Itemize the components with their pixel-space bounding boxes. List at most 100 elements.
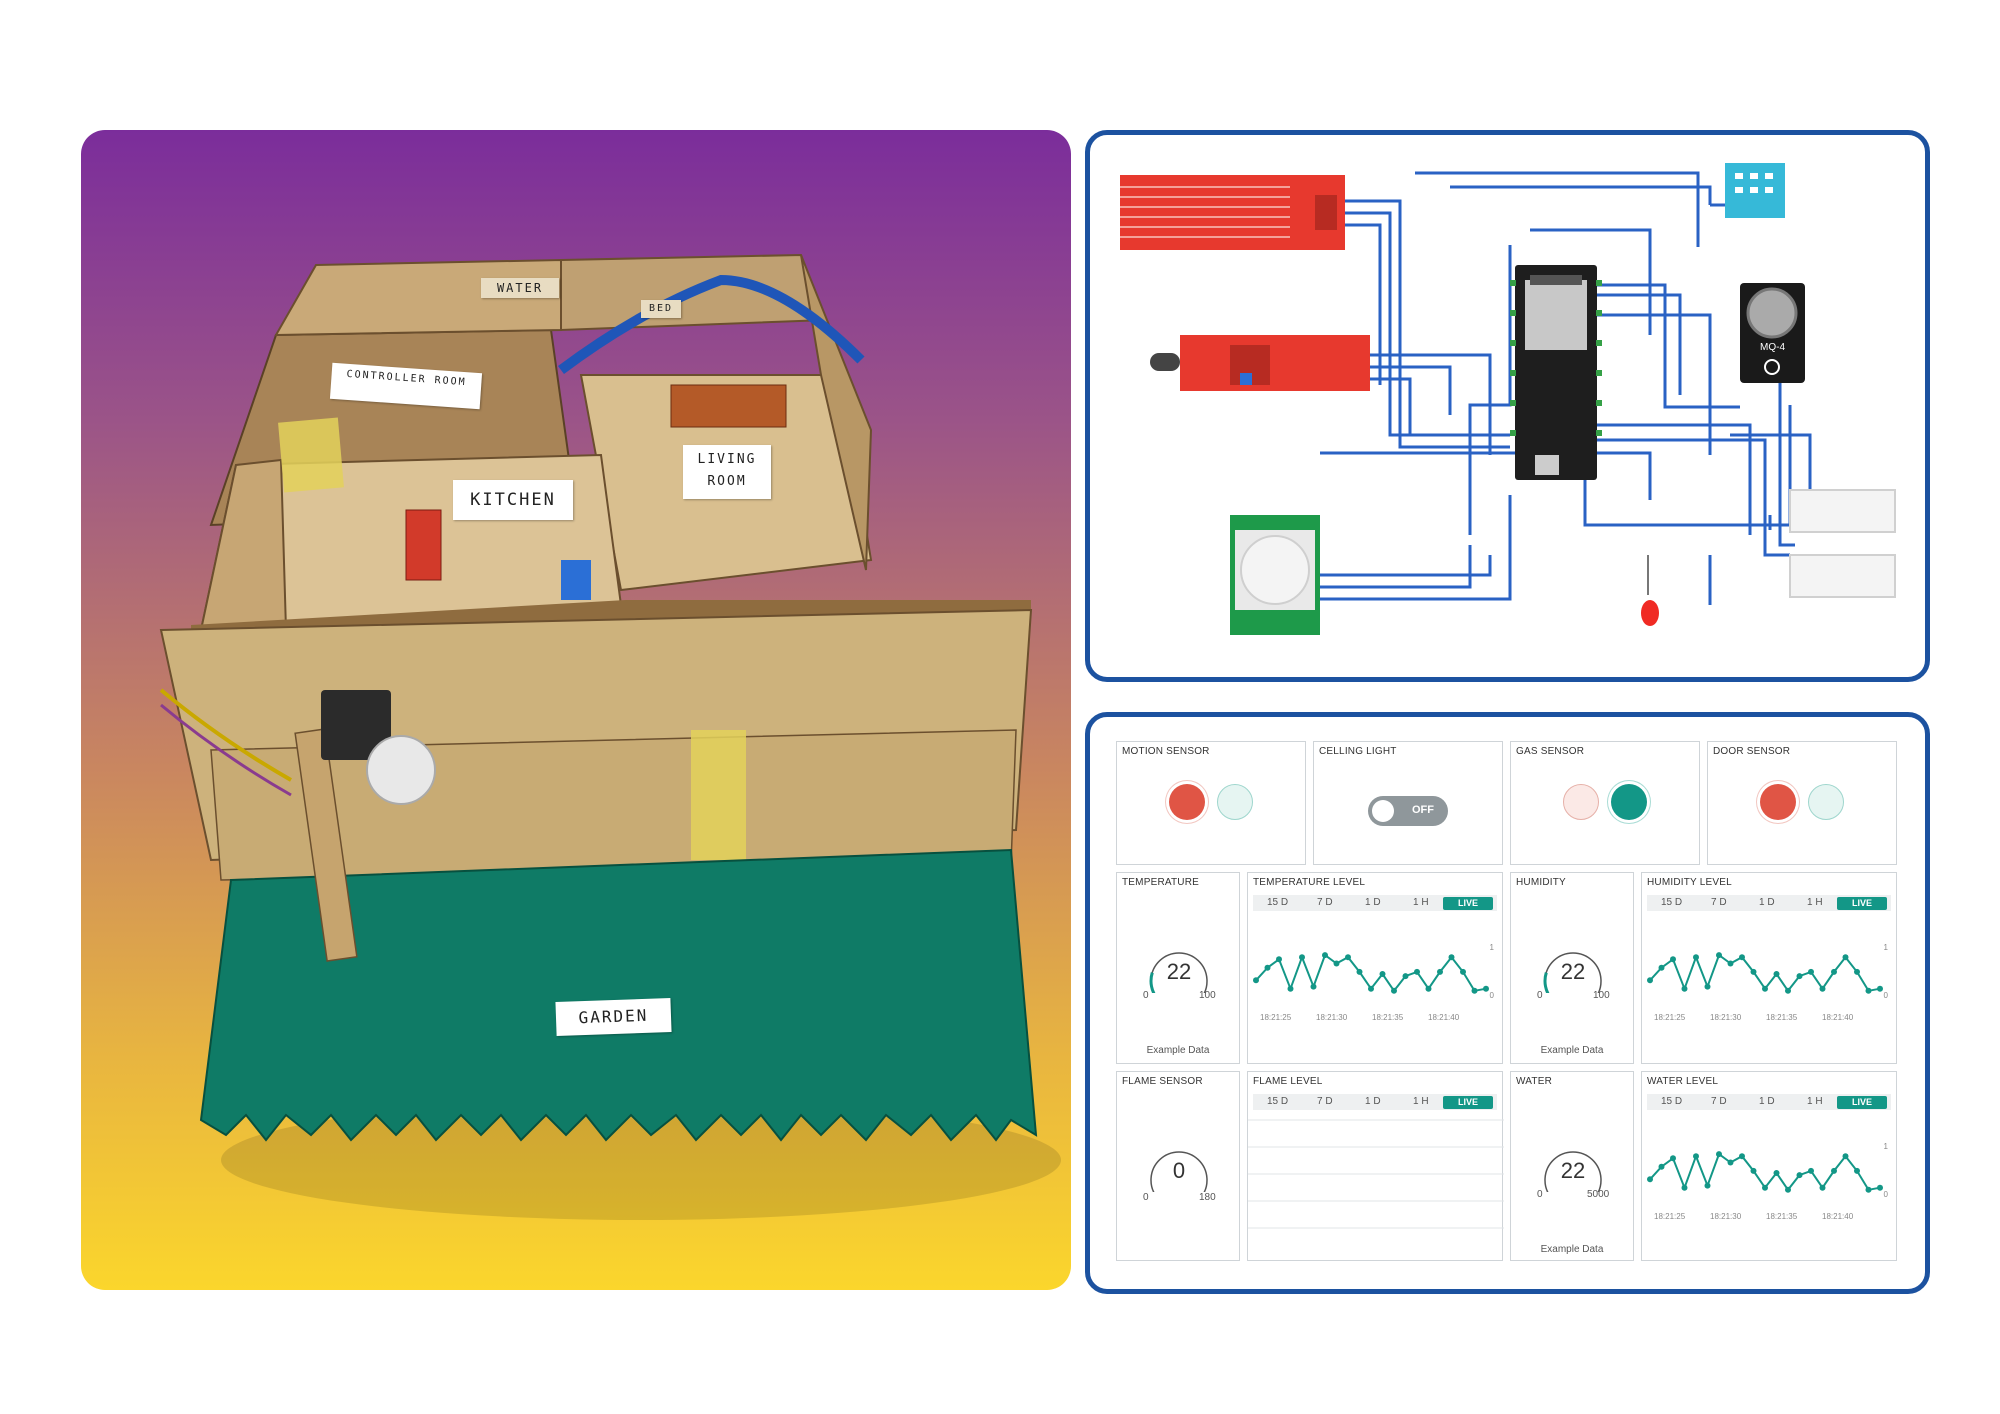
house-model-illustration	[159, 253, 1061, 1220]
humidity-max: 100	[1593, 990, 1610, 1001]
series-point	[1414, 968, 1420, 975]
toggle-knob	[1372, 800, 1394, 822]
x-tick: 18:21:35	[1766, 1212, 1798, 1221]
series-point	[1704, 1182, 1711, 1189]
water-level-chart: WATER LEVEL 15 D 7 D 1 D 1 H LIVE 1 0 18…	[1641, 1071, 1897, 1261]
series-point	[1739, 954, 1745, 961]
door-sensor-title: DOOR SENSOR	[1713, 746, 1791, 757]
series-point	[1831, 1167, 1837, 1174]
series-point	[1739, 1153, 1745, 1160]
series-point	[1460, 968, 1466, 975]
gas-indicator-on	[1611, 784, 1647, 820]
tab-live[interactable]: LIVE	[1837, 1096, 1887, 1109]
series-point	[1670, 1155, 1676, 1162]
series-point	[1483, 985, 1489, 992]
tab-1h[interactable]: 1 H	[1413, 1096, 1429, 1107]
house-model-photo: WATER BED CONTROLLER ROOM KITCHEN LIVING…	[81, 130, 1071, 1290]
tab-15d[interactable]: 15 D	[1267, 897, 1289, 908]
tab-1d[interactable]: 1 D	[1759, 897, 1775, 908]
series-point	[1425, 985, 1432, 992]
temperature-level-title: TEMPERATURE LEVEL	[1253, 877, 1366, 888]
series-point	[1448, 954, 1455, 961]
garden-label: GARDEN	[555, 998, 672, 1036]
series-point	[1796, 973, 1803, 980]
y-axis-bottom: 0	[1883, 991, 1888, 1000]
x-tick: 18:21:40	[1822, 1013, 1854, 1022]
series-point	[1842, 1153, 1849, 1160]
temperature-example-note: Example Data	[1146, 1045, 1210, 1056]
series-point	[1785, 1186, 1791, 1193]
time-range-tabs: 15 D 7 D 1 D 1 H LIVE	[1647, 1094, 1891, 1110]
tab-1d[interactable]: 1 D	[1365, 897, 1381, 908]
series-point	[1681, 1184, 1688, 1191]
temperature-min: 0	[1143, 990, 1149, 1001]
y-axis-bottom: 0	[1883, 1190, 1888, 1199]
series-point	[1368, 985, 1374, 992]
series-point	[1264, 964, 1271, 971]
flame-value: 0	[1172, 1158, 1186, 1183]
iot-dashboard: MOTION SENSOR CELLING LIGHT OFF GAS SENS…	[1085, 712, 1930, 1294]
series-point	[1750, 968, 1757, 975]
series-point	[1762, 985, 1768, 992]
water-title: WATER	[1516, 1076, 1552, 1087]
ceiling-light-title: CELLING LIGHT	[1319, 746, 1397, 757]
mq4-label: MQ-4	[1760, 342, 1785, 353]
series-point	[1831, 968, 1837, 975]
series-point	[1854, 968, 1860, 975]
tab-7d[interactable]: 7 D	[1317, 1096, 1333, 1107]
humidity-tile: HUMIDITY 22 0 100 Example Data	[1510, 872, 1634, 1064]
flame-level-chart: FLAME LEVEL 15 D 7 D 1 D 1 H LIVE	[1247, 1071, 1504, 1261]
door-indicator-on	[1760, 784, 1796, 820]
series-point	[1854, 1167, 1860, 1174]
x-tick: 18:21:40	[1822, 1212, 1854, 1221]
water-min: 0	[1537, 1189, 1543, 1200]
motion-sensor-title: MOTION SENSOR	[1122, 746, 1210, 757]
tab-15d[interactable]: 15 D	[1267, 1096, 1289, 1107]
tab-15d[interactable]: 15 D	[1661, 1096, 1683, 1107]
tab-live[interactable]: LIVE	[1443, 897, 1493, 910]
tab-1h[interactable]: 1 H	[1413, 897, 1429, 908]
bedroom-label: BED	[641, 300, 681, 318]
humidity-value: 22	[1560, 959, 1586, 984]
y-axis-bottom: 0	[1489, 991, 1494, 1000]
x-tick: 18:21:35	[1766, 1013, 1798, 1022]
tab-7d[interactable]: 7 D	[1711, 897, 1727, 908]
series-point	[1865, 987, 1872, 994]
series-point	[1379, 971, 1386, 977]
tab-15d[interactable]: 15 D	[1661, 897, 1683, 908]
series-point	[1762, 1184, 1768, 1191]
tab-1d[interactable]: 1 D	[1759, 1096, 1775, 1107]
water-tile: WATER 22 0 5000 Example Data	[1510, 1071, 1634, 1261]
gauge-track	[1150, 1151, 1208, 1199]
ceiling-light-toggle[interactable]: OFF	[1368, 796, 1448, 826]
series-point	[1877, 985, 1883, 992]
circuit-diagram: MQ-4	[1085, 130, 1930, 682]
tab-1h[interactable]: 1 H	[1807, 1096, 1823, 1107]
series-point	[1402, 973, 1409, 980]
series-point	[1704, 983, 1711, 990]
flame-empty-grid	[1248, 1119, 1504, 1229]
x-tick: 18:21:25	[1654, 1013, 1686, 1022]
temperature-title: TEMPERATURE	[1122, 877, 1200, 888]
series-point	[1773, 971, 1780, 977]
series-point	[1276, 956, 1282, 963]
tab-1d[interactable]: 1 D	[1365, 1096, 1381, 1107]
tab-7d[interactable]: 7 D	[1317, 897, 1333, 908]
tab-7d[interactable]: 7 D	[1711, 1096, 1727, 1107]
tab-live[interactable]: LIVE	[1837, 897, 1887, 910]
tab-live[interactable]: LIVE	[1443, 1096, 1493, 1109]
humidity-title: HUMIDITY	[1516, 877, 1566, 888]
series-point	[1658, 1163, 1665, 1170]
gas-indicator-off	[1563, 784, 1599, 820]
series-point	[1658, 964, 1665, 971]
series-point	[1808, 1167, 1814, 1174]
living-room-label: LIVING ROOM	[683, 445, 771, 499]
series-point	[1693, 1153, 1699, 1160]
humidity-level-title: HUMIDITY LEVEL	[1647, 877, 1732, 888]
series-point	[1750, 1167, 1757, 1174]
series-point	[1310, 983, 1317, 990]
series-point	[1345, 954, 1351, 961]
series-point	[1842, 954, 1849, 961]
tab-1h[interactable]: 1 H	[1807, 897, 1823, 908]
series-point	[1322, 952, 1328, 959]
